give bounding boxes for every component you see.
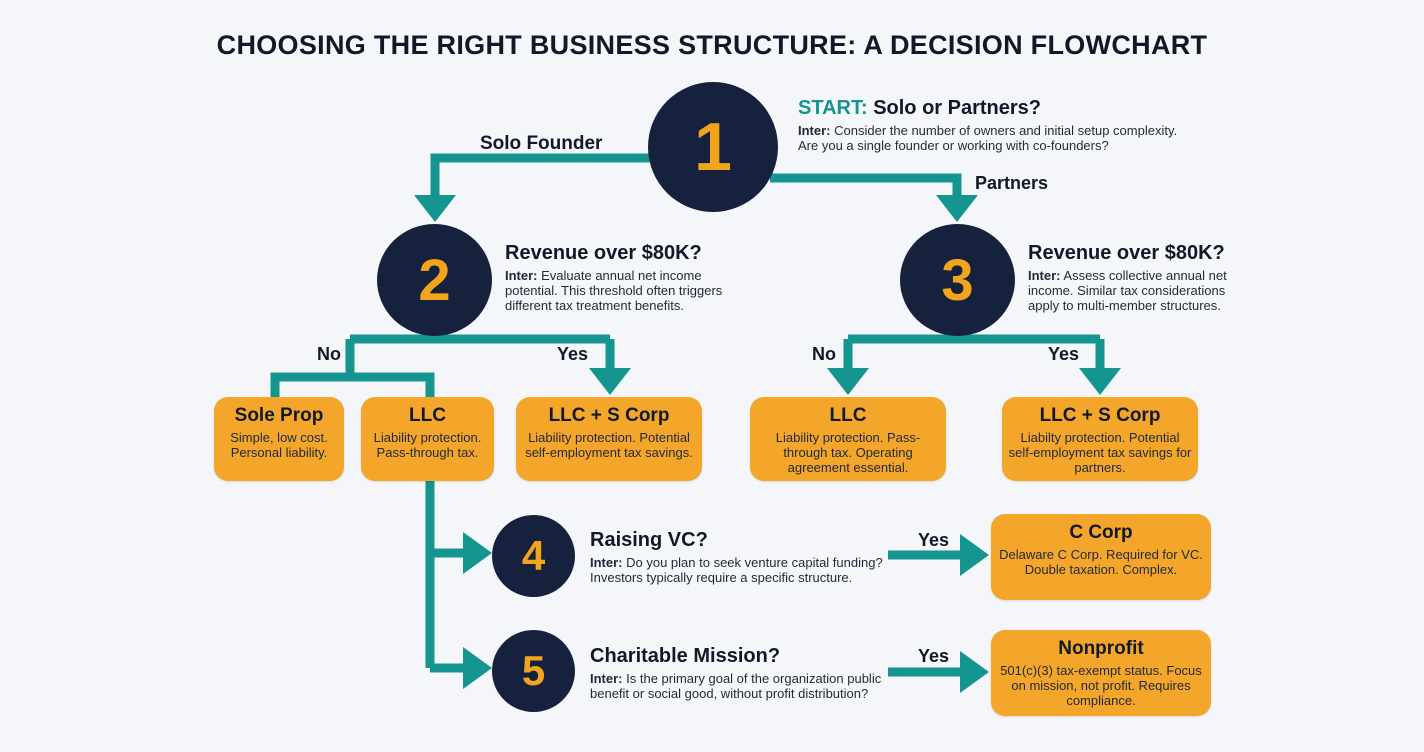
arrowhead-llc-s-corp-solo bbox=[589, 368, 631, 395]
node-2-number: 2 bbox=[418, 247, 451, 313]
outcome-llc-s-corp-solo: LLC + S Corp Liability protection. Poten… bbox=[516, 397, 702, 481]
branch-label-yes-left: Yes bbox=[557, 344, 589, 364]
outcome-nonprofit: Nonprofit 501(c)(3) tax-exempt status. F… bbox=[991, 630, 1211, 716]
arrowhead-node-2 bbox=[414, 195, 456, 222]
node-5-number: 5 bbox=[521, 647, 546, 694]
node-1-number: 1 bbox=[694, 109, 732, 185]
node-1-question: START: Solo or Partners? Inter: Consider… bbox=[798, 96, 1198, 153]
outcome-sole-prop-title: Sole Prop bbox=[234, 405, 324, 426]
outcome-llc-partners-desc: Liability protection. Pass-through tax. … bbox=[775, 430, 921, 475]
outcome-llc-s-corp-partners: LLC + S Corp Liabilty protection. Potent… bbox=[1002, 397, 1198, 481]
outcome-llc-s-corp-partners-title: LLC + S Corp bbox=[1039, 405, 1161, 426]
node-4-question: Raising VC? Inter: Do you plan to seek v… bbox=[590, 528, 890, 585]
outcome-llc-s-corp-solo-desc: Liability protection. Potential self-emp… bbox=[525, 430, 693, 460]
node-3-inter-label: Inter: bbox=[1028, 268, 1061, 283]
arrowhead-node-4 bbox=[463, 532, 492, 574]
node-2-inter-label: Inter: bbox=[505, 268, 538, 283]
branch-label-partners: Partners bbox=[975, 173, 1049, 193]
node-5-description: Is the primary goal of the organization … bbox=[590, 671, 882, 701]
arrowhead-nonprofit bbox=[960, 651, 989, 693]
node-3-description: Assess collective annual net income. Sim… bbox=[1028, 268, 1227, 313]
connector-1-to-3 bbox=[770, 173, 962, 200]
node-1-start-label: START: bbox=[798, 97, 868, 119]
outcome-sole-prop: Sole Prop Simple, low cost. Personal lia… bbox=[214, 397, 344, 481]
node-2-title: Revenue over $80K? bbox=[505, 242, 702, 264]
outcome-llc-solo: LLC Liability protection. Pass-through t… bbox=[361, 397, 494, 481]
arrowhead-c-corp bbox=[960, 534, 989, 576]
branch-label-yes-right: Yes bbox=[1048, 344, 1080, 364]
node-3-text: Inter: Assess collective annual net inco… bbox=[1028, 268, 1248, 313]
node-3-number: 3 bbox=[941, 247, 974, 313]
node-5-title: Charitable Mission? bbox=[590, 645, 781, 667]
outcome-nonprofit-desc: 501(c)(3) tax-exempt status. Focus on mi… bbox=[1000, 663, 1202, 708]
node-4-title: Raising VC? bbox=[590, 529, 708, 551]
node-4-description: Do you plan to seek venture capital fund… bbox=[590, 555, 883, 585]
node-5-inter-label: Inter: bbox=[590, 671, 623, 686]
outcome-c-corp: C Corp Delaware C Corp. Required for VC.… bbox=[991, 514, 1211, 600]
arrowhead-llc-partners bbox=[827, 368, 869, 395]
outcome-llc-solo-desc: Liability protection. Pass-through tax. bbox=[373, 430, 482, 460]
outcome-sole-prop-desc: Simple, low cost. Personal liability. bbox=[230, 430, 328, 460]
node-4-circle: 4 bbox=[492, 515, 575, 597]
node-2-description: Evaluate annual net income potential. Th… bbox=[505, 268, 723, 313]
connector-2-no bbox=[270, 339, 355, 398]
outcome-llc-partners: LLC Liability protection. Pass-through t… bbox=[750, 397, 946, 481]
outcome-llc-solo-title: LLC bbox=[409, 405, 446, 426]
node-2-text: Inter: Evaluate annual net income potent… bbox=[505, 268, 745, 313]
branch-label-yes-vc: Yes bbox=[918, 530, 950, 550]
node-3-circle: 3 bbox=[900, 224, 1015, 336]
node-1-inter-label: Inter: bbox=[798, 123, 831, 138]
page-title: CHOOSING THE RIGHT BUSINESS STRUCTURE: A… bbox=[216, 30, 1208, 60]
node-3-title: Revenue over $80K? bbox=[1028, 242, 1225, 264]
outcome-c-corp-title: C Corp bbox=[1069, 522, 1133, 543]
branch-label-no-right: No bbox=[812, 344, 836, 364]
node-5-text: Inter: Is the primary goal of the organi… bbox=[590, 671, 890, 701]
node-1-description: Consider the number of owners and initia… bbox=[798, 123, 1178, 153]
arrowhead-node-3 bbox=[936, 195, 978, 222]
node-1-title-text: Solo or Partners? bbox=[873, 97, 1041, 119]
node-4-text: Inter: Do you plan to seek venture capit… bbox=[590, 555, 890, 585]
outcome-nonprofit-title: Nonprofit bbox=[1058, 638, 1144, 659]
outcome-llc-partners-title: LLC bbox=[829, 405, 867, 426]
node-4-inter-label: Inter: bbox=[590, 555, 623, 570]
outcome-llc-s-corp-solo-title: LLC + S Corp bbox=[548, 405, 670, 426]
node-4-number: 4 bbox=[521, 532, 546, 579]
arrowhead-node-5 bbox=[463, 647, 492, 689]
arrowhead-llc-s-corp-partners bbox=[1079, 368, 1121, 395]
node-2-question: Revenue over $80K? Inter: Evaluate annua… bbox=[505, 241, 745, 313]
connector-2-no-llc bbox=[350, 372, 435, 398]
node-1-circle: 1 bbox=[648, 82, 778, 212]
node-5-question: Charitable Mission? Inter: Is the primar… bbox=[590, 644, 890, 701]
outcome-llc-s-corp-partners-desc: Liabilty protection. Potential self-empl… bbox=[1008, 430, 1192, 475]
node-5-circle: 5 bbox=[492, 630, 575, 712]
node-2-circle: 2 bbox=[377, 224, 492, 336]
branch-label-yes-nonprofit: Yes bbox=[918, 646, 950, 666]
outcome-c-corp-desc: Delaware C Corp. Required for VC. Double… bbox=[999, 547, 1203, 577]
connector-1-to-2 bbox=[430, 153, 650, 200]
node-3-question: Revenue over $80K? Inter: Assess collect… bbox=[1028, 241, 1248, 313]
branch-label-solo-founder: Solo Founder bbox=[480, 133, 603, 154]
branch-label-no-left: No bbox=[317, 344, 341, 364]
node-1-title: START: Solo or Partners? bbox=[798, 96, 1198, 120]
node-1-text: Inter: Consider the number of owners and… bbox=[798, 123, 1198, 153]
